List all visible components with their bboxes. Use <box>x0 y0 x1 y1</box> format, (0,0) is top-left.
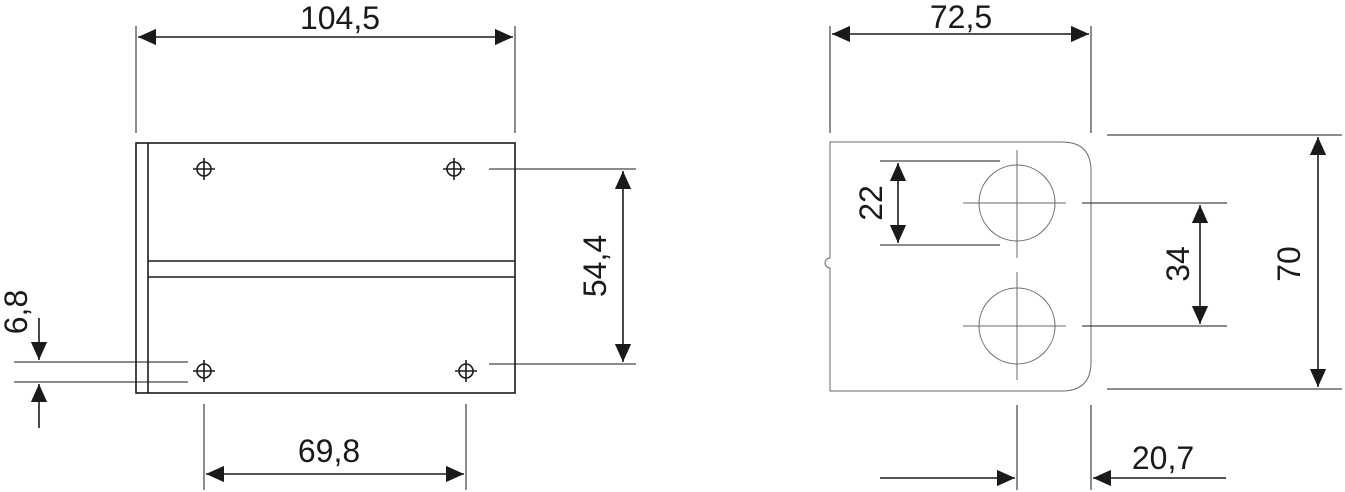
mounting-hole-icon <box>454 359 478 383</box>
mounting-hole-icon <box>192 359 216 383</box>
side-width-dimension-label: 72,5 <box>930 0 992 35</box>
side-body-outline <box>824 141 1092 392</box>
side-view: 72,5 22 34 70 20,7 <box>824 0 1342 490</box>
edge-offset-dimension-label: 6,8 <box>0 290 34 334</box>
side-height-dimension-label: 70 <box>1271 246 1307 282</box>
mounting-hole-icon <box>442 157 466 181</box>
height-dimension-label: 54,4 <box>577 235 613 297</box>
hole-spacing-dimension-label: 69,8 <box>298 433 360 469</box>
side-hole-spacing-dimension-label: 34 <box>1160 246 1196 282</box>
width-dimension-label: 104,5 <box>300 0 380 36</box>
offset-dimension-label: 20,7 <box>1132 440 1194 476</box>
mounting-hole-icon <box>192 157 216 181</box>
hole-size-dimension-label: 22 <box>853 185 889 221</box>
front-body-outline <box>135 142 516 394</box>
front-view: 104,5 54,4 69,8 6,8 <box>0 0 636 490</box>
